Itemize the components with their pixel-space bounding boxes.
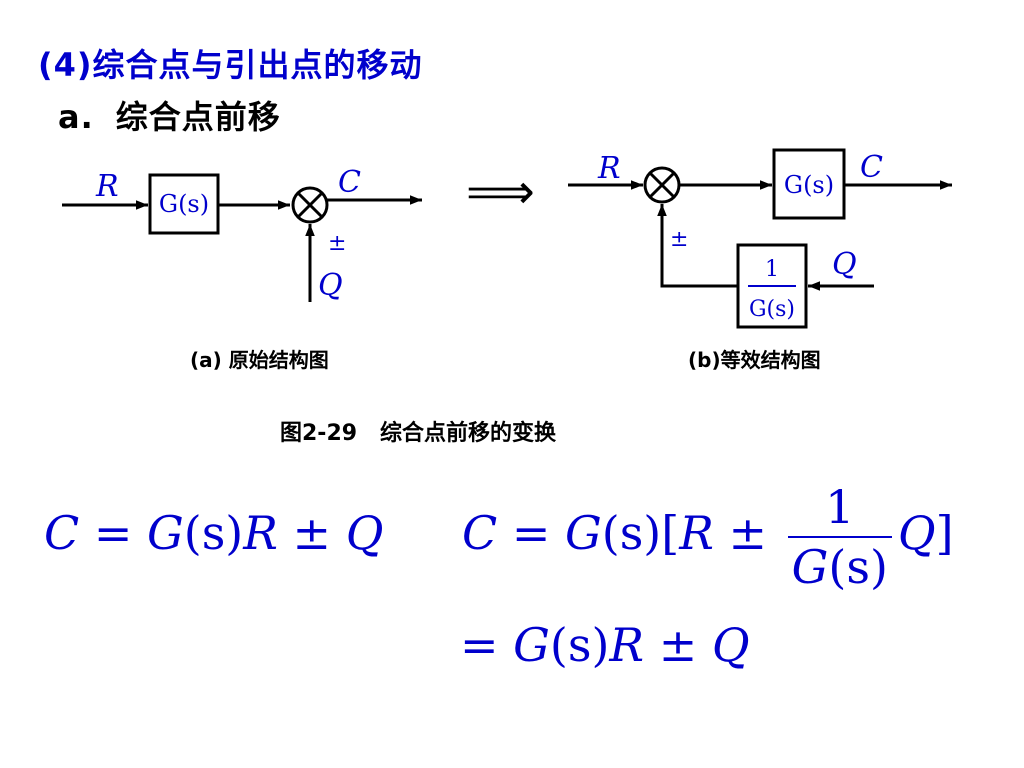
eq-right2-r: R xyxy=(609,618,645,672)
eq-right2-equals: = xyxy=(460,618,499,672)
equation-right-line2: = G(s)R ± Q xyxy=(460,618,750,672)
eq-right-fraction: 1 G(s) xyxy=(787,484,892,594)
eq-right-q: Q xyxy=(897,506,936,560)
eq-right2-g: G xyxy=(513,618,550,672)
eq-right-lhs: C xyxy=(462,506,498,560)
diagram-a: R G(s) C ± Q xyxy=(62,165,422,303)
eq-right-close-bracket: ] xyxy=(935,506,954,560)
eq-right2-s: (s) xyxy=(549,618,610,672)
section-heading: (4)综合点与引出点的移动 xyxy=(38,46,423,84)
eq-right-pm: ± xyxy=(728,506,768,560)
equation-right-line1: C = G(s)[R ± 1 G(s) Q] xyxy=(462,484,954,590)
subsection-heading: a. 综合点前移 xyxy=(58,92,281,138)
diagram-a-disturbance-label: Q xyxy=(318,268,343,303)
diagram-b-disturbance-label: Q xyxy=(832,247,857,282)
diagram-b-feedback-numerator: 1 xyxy=(765,257,779,282)
eq-left-r: R xyxy=(243,506,278,560)
eq-right-open-bracket: [ xyxy=(661,506,680,560)
diagram-b-feedback-path xyxy=(657,204,738,288)
eq-right-equals: = xyxy=(511,506,551,560)
diagram-b-sign: ± xyxy=(670,227,688,252)
eq-left-lhs: C xyxy=(44,506,80,560)
transform-arrow: ⟹ xyxy=(466,164,535,220)
eq-right-g: G xyxy=(565,506,602,560)
eq-right-r: R xyxy=(679,506,714,560)
diagram-a-summing-junction xyxy=(291,186,329,224)
subsection-text: 综合点前移 xyxy=(115,98,281,136)
diagram-b: R G(s) C 1 G(s) Q ± xyxy=(568,148,952,329)
caption-b: (b)等效结构图 xyxy=(688,348,821,372)
eq-right-frac-numerator: 1 xyxy=(787,484,892,538)
eq-right-s: (s) xyxy=(601,506,662,560)
diagram-a-sign: ± xyxy=(328,231,346,256)
diagram-b-block-label: G(s) xyxy=(784,171,834,199)
figure-caption: 图2-29 综合点前移的变换 xyxy=(280,420,557,446)
eq-left-pm: ± xyxy=(292,506,332,560)
eq-right2-q: Q xyxy=(711,618,750,672)
subsection-label: a. xyxy=(58,98,94,136)
diagram-a-block-label: G(s) xyxy=(159,190,209,218)
diagram-b-summing-junction xyxy=(643,166,681,204)
diagram-a-input-label: R xyxy=(95,169,119,204)
diagram-b-feedback-denominator: G(s) xyxy=(749,297,795,322)
eq-left-q: Q xyxy=(345,506,384,560)
diagram-b-input-label: R xyxy=(597,151,621,186)
eq-right2-pm: ± xyxy=(658,618,698,672)
diagram-a-output-label: C xyxy=(338,165,361,200)
caption-a: (a) 原始结构图 xyxy=(190,348,329,372)
diagram-b-output-label: C xyxy=(860,150,883,185)
eq-left-g: G xyxy=(147,506,184,560)
eq-right-frac-denominator: G(s) xyxy=(791,540,888,594)
eq-left-equals: = xyxy=(93,506,133,560)
equation-left: C = G(s)R ± Q xyxy=(44,506,383,560)
eq-left-s: (s) xyxy=(183,506,244,560)
